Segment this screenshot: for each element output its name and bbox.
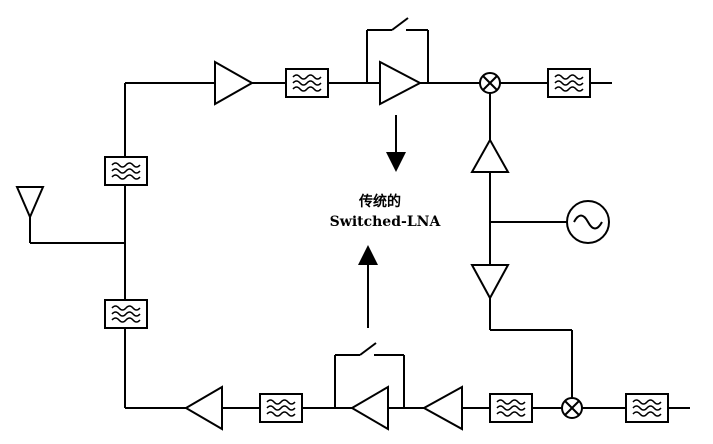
antenna-icon [15,186,45,220]
filter-bottom-1 [259,393,303,423]
filter-left-upper [104,156,148,186]
lo-amplifier-down [470,264,510,301]
mixer-bottom [561,397,583,419]
filter-bottom-3 [625,393,669,423]
amplifier-top-1 [214,60,255,106]
lna-top [379,60,423,106]
filter-top-2 [547,68,591,98]
lna-bottom [350,385,389,431]
amplifier-bottom-1 [184,385,223,431]
amplifier-bottom-2 [421,385,463,431]
annotation-line-2: Switched-LNA [329,214,441,230]
filter-bottom-2 [489,393,533,423]
annotation-line-1: 传统的 [359,194,401,210]
filter-left-lower [104,299,148,329]
oscillator-icon [566,200,610,244]
lo-amplifier-up [470,137,510,173]
filter-top-1 [285,68,329,98]
signal-wires [29,17,690,409]
mixer-top [479,72,501,94]
